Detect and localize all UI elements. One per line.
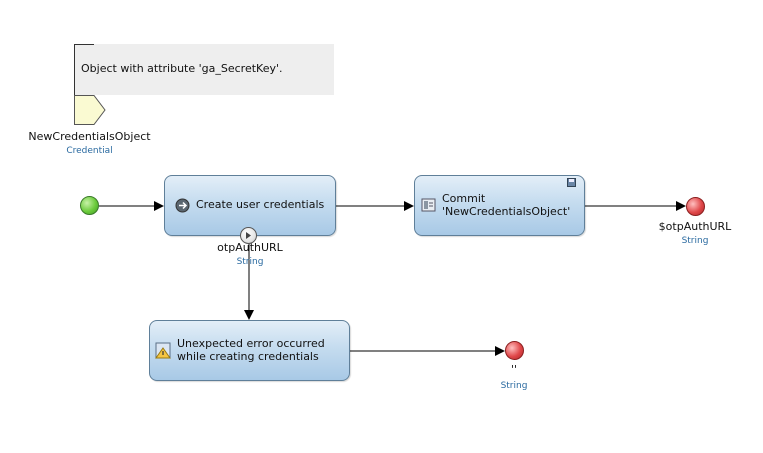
activity-label: Commit 'NewCredentialsObject' bbox=[442, 192, 570, 218]
end-event-return-type: String bbox=[681, 236, 709, 246]
output-variable-name: otpAuthURL bbox=[217, 241, 283, 254]
parameter-type: Credential bbox=[66, 146, 113, 156]
warning-message-icon bbox=[155, 342, 171, 359]
activity-label: Create user credentials bbox=[196, 198, 325, 211]
activity-label-line2: 'NewCredentialsObject' bbox=[442, 205, 571, 218]
commit-icon bbox=[421, 198, 436, 212]
end-event-error-return-type: String bbox=[500, 381, 528, 391]
chevron-right-icon bbox=[246, 232, 251, 239]
end-event-error-return-value: '' bbox=[510, 363, 518, 376]
activity-label: Unexpected error occurred while creating… bbox=[177, 337, 325, 363]
start-event[interactable] bbox=[80, 196, 99, 215]
end-event-main[interactable] bbox=[686, 197, 705, 216]
annotation-bracket bbox=[74, 44, 94, 95]
parameter-icon[interactable] bbox=[74, 95, 106, 125]
activity-label-line1: Commit bbox=[442, 192, 486, 205]
output-variable-type: String bbox=[236, 257, 264, 267]
java-action-icon bbox=[175, 198, 190, 213]
activity-label-line2: while creating credentials bbox=[177, 350, 319, 363]
annotation-text: Object with attribute 'ga_SecretKey'. bbox=[81, 62, 283, 75]
end-event-return-value: $otpAuthURL bbox=[658, 220, 732, 233]
activity-show-error-message[interactable]: Unexpected error occurred while creating… bbox=[149, 320, 350, 381]
save-icon bbox=[567, 178, 576, 187]
error-handler-icon[interactable] bbox=[240, 227, 257, 244]
activity-commit[interactable]: Commit 'NewCredentialsObject' bbox=[414, 175, 585, 236]
activity-label-line1: Unexpected error occurred bbox=[177, 337, 325, 350]
end-event-error[interactable] bbox=[505, 341, 524, 360]
annotation[interactable] bbox=[74, 44, 334, 95]
parameter-name: NewCredentialsObject bbox=[28, 130, 151, 143]
